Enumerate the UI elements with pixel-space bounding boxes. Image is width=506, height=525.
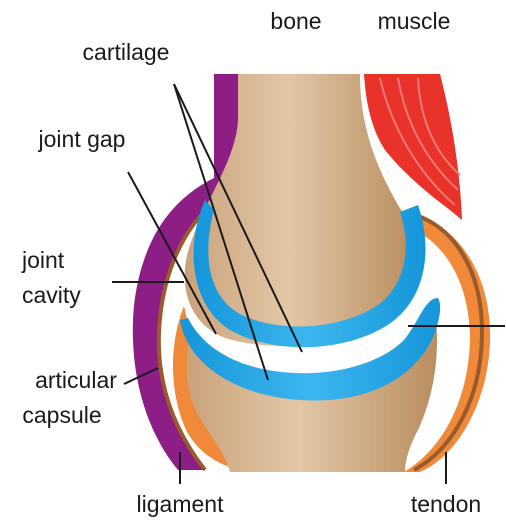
label-ligament: ligament bbox=[137, 491, 225, 517]
label-articular-capsule-line2: capsule bbox=[22, 402, 101, 428]
label-joint-cavity-line1: joint bbox=[21, 247, 65, 273]
label-joint-cavity-line2: cavity bbox=[22, 282, 81, 308]
label-muscle: muscle bbox=[378, 8, 451, 34]
label-cartilage: cartilage bbox=[83, 39, 170, 65]
label-tendon: tendon bbox=[411, 491, 481, 517]
label-bone: bone bbox=[270, 8, 321, 34]
label-joint-gap: joint gap bbox=[38, 126, 126, 152]
label-articular-capsule-line1: articular bbox=[35, 367, 117, 393]
